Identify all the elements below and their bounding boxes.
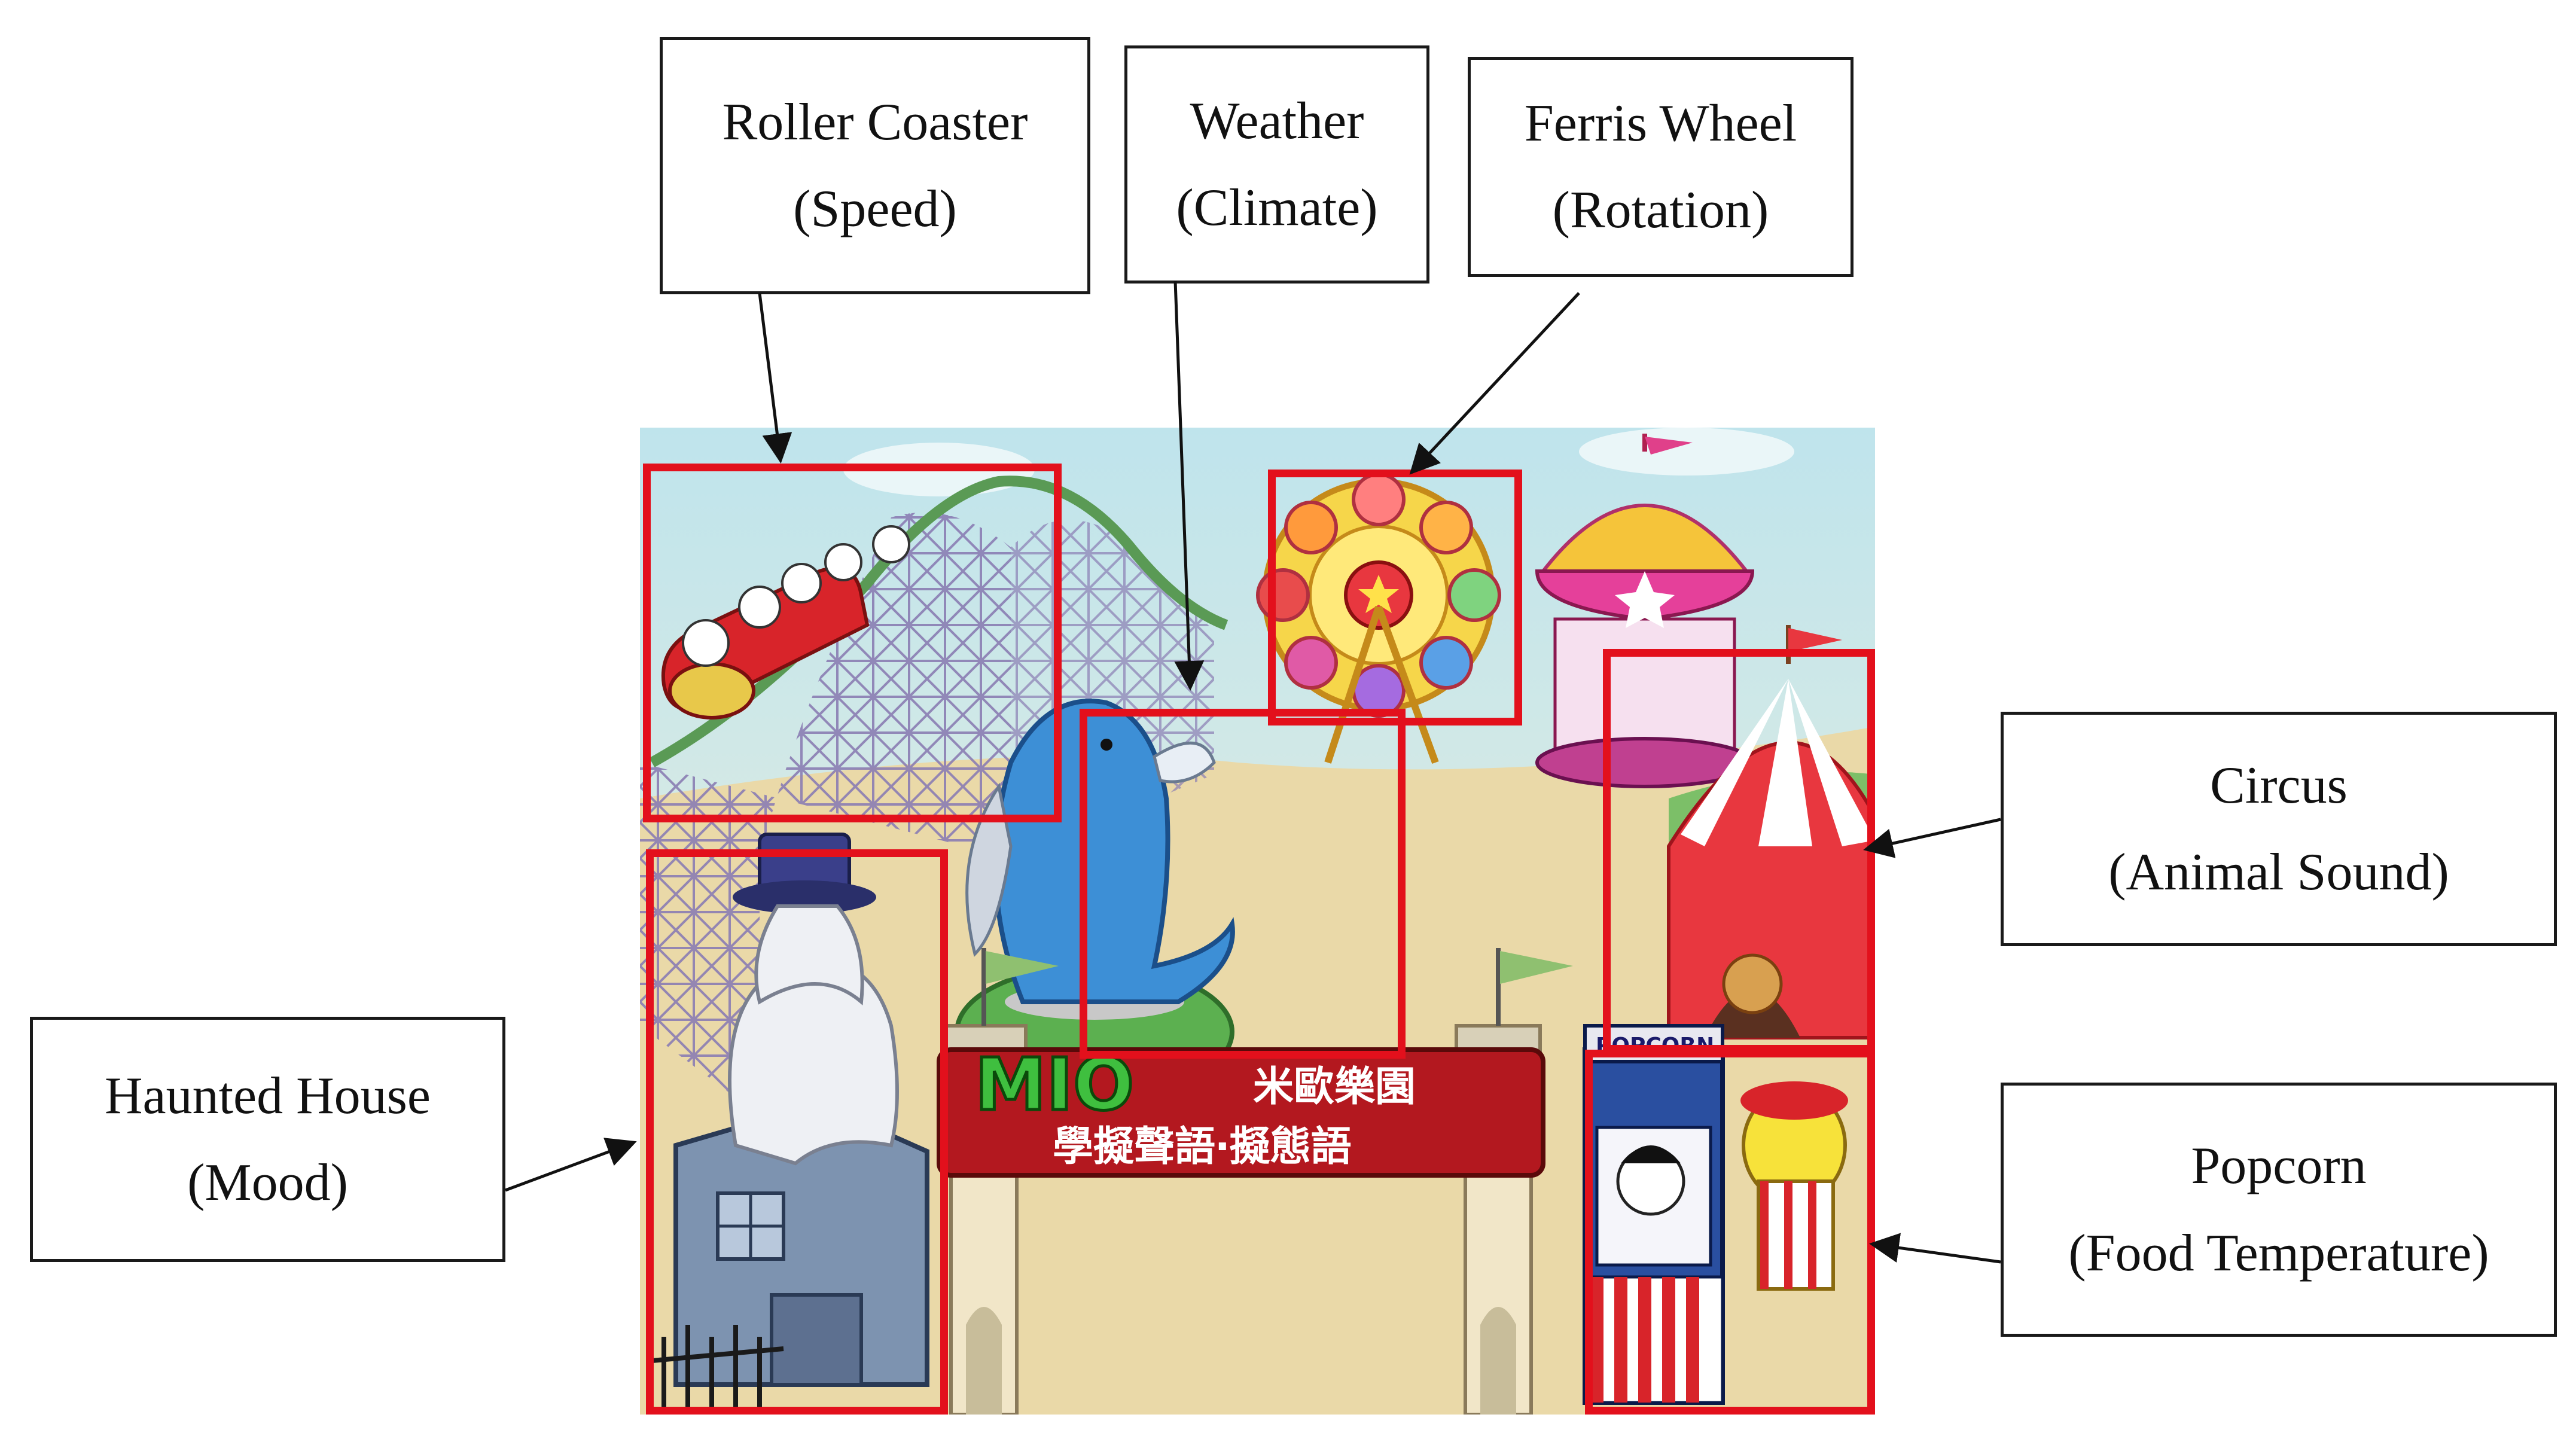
arrow-popcorn <box>1869 1233 2001 1264</box>
zone-roller-coaster <box>643 464 1062 822</box>
label-subtitle: (Animal Sound) <box>2108 843 2449 901</box>
arrow-haunted-house <box>505 1138 637 1192</box>
ferris-wheel-leg <box>1375 605 1439 764</box>
label-title: Ferris Wheel <box>1524 94 1797 153</box>
coaster-track <box>649 475 1228 767</box>
sign-line1: 米歐樂園 <box>1253 1063 1416 1111</box>
label-subtitle: (Food Temperature) <box>2068 1224 2489 1282</box>
label-title: Circus <box>2210 756 2348 815</box>
ferris-wheel <box>1256 473 1501 718</box>
label-subtitle: (Rotation) <box>1552 181 1769 239</box>
label-subtitle: (Speed) <box>793 180 957 238</box>
label-roller-coaster: Roller Coaster (Speed) <box>660 37 1090 294</box>
cloud <box>1579 428 1794 475</box>
label-title: Popcorn <box>2191 1137 2367 1196</box>
zone-popcorn <box>1585 1050 1875 1415</box>
amusement-park-illustration: MIO 米歐樂園 學擬聲語‧擬態語 POPCOR <box>640 428 1875 1415</box>
label-subtitle: (Mood) <box>187 1154 348 1212</box>
label-ferris-wheel: Ferris Wheel (Rotation) <box>1468 57 1853 277</box>
sign-line2: 學擬聲語‧擬態語 <box>1053 1123 1352 1170</box>
zone-weather <box>1080 709 1406 1059</box>
label-title: Haunted House <box>105 1066 431 1125</box>
haunted-house <box>651 833 929 1415</box>
sign-logo: MIO <box>975 1044 1134 1127</box>
entrance-sign: MIO 米歐樂園 學擬聲語‧擬態語 <box>937 1042 1545 1178</box>
label-title: Roller Coaster <box>722 93 1028 151</box>
label-popcorn: Popcorn (Food Temperature) <box>2001 1083 2557 1337</box>
label-circus: Circus (Animal Sound) <box>2001 712 2557 946</box>
arrow-circus <box>1863 818 2001 858</box>
label-title: Weather <box>1190 92 1364 150</box>
label-haunted-house: Haunted House (Mood) <box>30 1017 505 1262</box>
ferris-wheel-leg <box>1324 606 1382 764</box>
carousel <box>1535 434 1755 788</box>
zone-ferris-wheel <box>1268 470 1522 726</box>
label-weather: Weather (Climate) <box>1124 45 1429 284</box>
label-subtitle: (Climate) <box>1176 179 1378 237</box>
zone-circus <box>1603 649 1875 1053</box>
coaster-lattice <box>640 512 1011 1115</box>
zone-haunted-house <box>646 849 948 1415</box>
coaster-train <box>661 525 910 720</box>
